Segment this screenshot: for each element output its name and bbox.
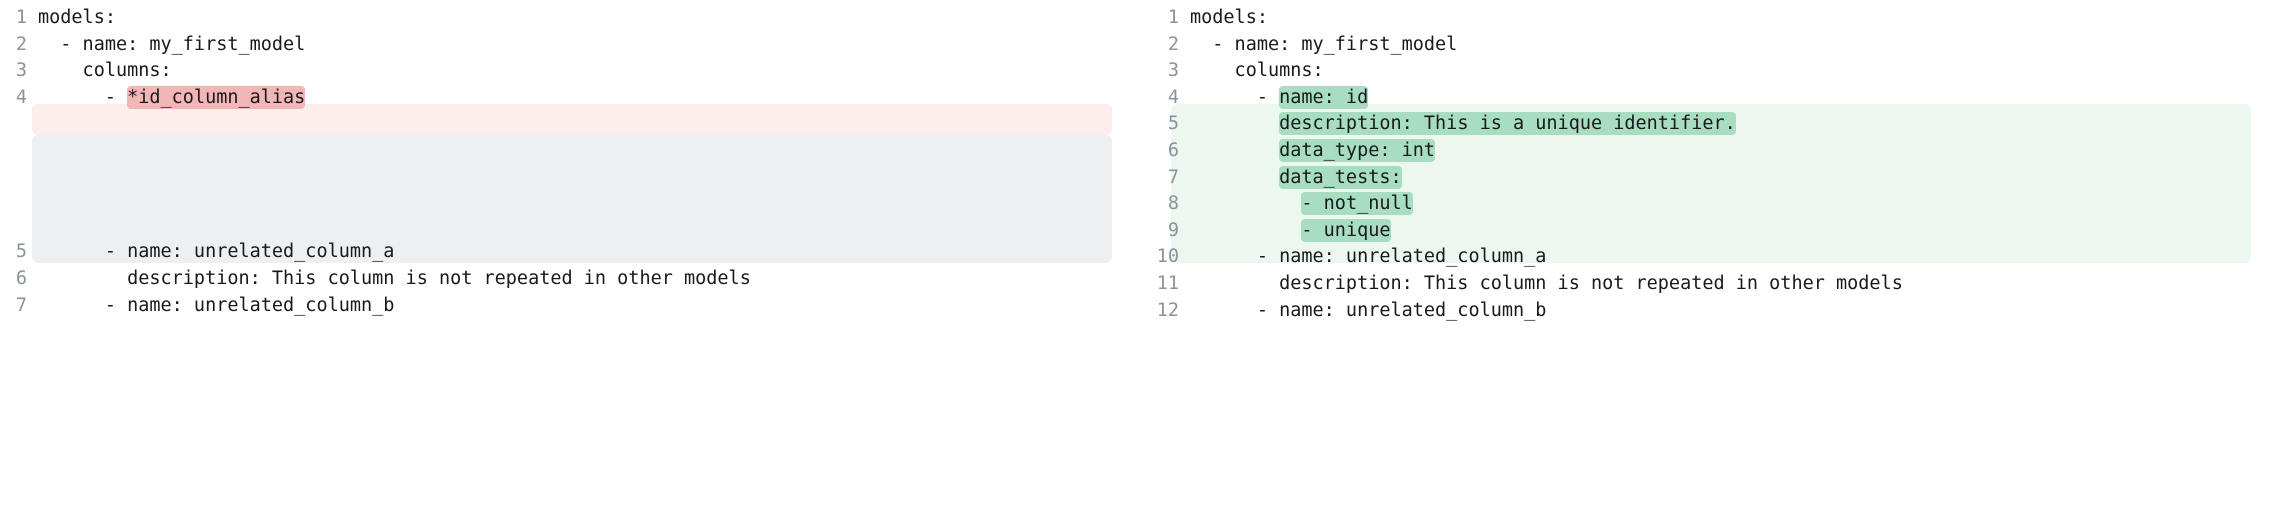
line-number: 5: [1167, 113, 1179, 135]
code-text: data_tests:: [1190, 165, 1402, 192]
code-text: models:: [38, 7, 116, 28]
code-text: description: This column is not repeated…: [38, 268, 751, 289]
diff-line-context[interactable]: 6 description: This column is not repeat…: [0, 266, 1139, 293]
code-text: - name: unrelated_column_b: [38, 294, 395, 316]
diff-line-context[interactable]: 5 - name: unrelated_column_a: [0, 239, 1139, 266]
line-number: 2: [1167, 33, 1179, 55]
line-number: 4: [15, 86, 27, 108]
diff-line-added[interactable]: 8 - not_null: [1139, 191, 2278, 218]
diff-line-added[interactable]: 7 data_tests:: [1139, 165, 2278, 192]
spacer-block-background: [32, 135, 1112, 263]
code-text: - name: id: [1190, 85, 1369, 109]
line-number: 1: [1167, 7, 1179, 28]
diff-line-context[interactable]: 1 models:: [1139, 5, 2278, 32]
line-number: 8: [1167, 193, 1179, 215]
code-text: columns:: [38, 60, 172, 82]
code-text: - not_null: [1190, 191, 1413, 218]
added-word-highlight: data_type: int: [1279, 139, 1436, 162]
code-text: description: This column is not repeated…: [1190, 273, 1903, 294]
diff-line-added[interactable]: 9 - unique: [1139, 218, 2278, 245]
removed-word-highlight: *id_column_alias: [127, 85, 306, 109]
diff-line-context[interactable]: 7 - name: unrelated_column_b: [0, 293, 1139, 320]
code-text: - name: my_first_model: [1190, 33, 1458, 55]
line-number: 2: [15, 33, 27, 55]
diff-line-context[interactable]: 11 description: This column is not repea…: [1139, 271, 2278, 298]
diff-line-removed[interactable]: 4 - *id_column_alias: [0, 85, 1139, 112]
line-number: 12: [1156, 299, 1179, 321]
code-text: - name: my_first_model: [38, 33, 306, 55]
removed-block-background: [32, 104, 1112, 135]
diff-line-added[interactable]: 6 data_type: int: [1139, 138, 2278, 165]
diff-line-added[interactable]: 5 description: This is a unique identifi…: [1139, 111, 2278, 138]
code-text: models:: [1190, 7, 1268, 28]
diff-line-context[interactable]: 2 - name: my_first_model: [1139, 32, 2278, 59]
diff-line-context[interactable]: 1 models:: [0, 5, 1139, 32]
line-number: 9: [1167, 219, 1179, 241]
code-text: - name: unrelated_column_a: [1190, 246, 1547, 268]
added-word-highlight: - unique: [1301, 218, 1391, 242]
line-number: 3: [15, 60, 27, 82]
diff-line-context[interactable]: 12 - name: unrelated_column_b: [1139, 298, 2278, 325]
added-word-highlight: - not_null: [1301, 192, 1413, 216]
diff-line-context[interactable]: 3 columns:: [0, 58, 1139, 85]
line-number: 1: [15, 7, 27, 28]
added-word-highlight: data_tests:: [1279, 165, 1402, 189]
code-text: data_type: int: [1190, 138, 1436, 165]
code-text: - unique: [1190, 218, 1391, 245]
line-number: 5: [15, 241, 27, 263]
line-number: 6: [15, 268, 27, 289]
code-text: columns:: [1190, 60, 1324, 82]
line-number: 11: [1156, 273, 1179, 294]
code-text: - name: unrelated_column_b: [1190, 299, 1547, 321]
diff-line-added[interactable]: 4 - name: id: [1139, 85, 2278, 112]
line-number: 10: [1156, 246, 1179, 268]
line-number: 3: [1167, 60, 1179, 82]
code-text: - *id_column_alias: [38, 85, 306, 109]
added-word-highlight: description: This is a unique identifier…: [1279, 112, 1736, 136]
diff-line-context[interactable]: 10 - name: unrelated_column_a: [1139, 244, 2278, 271]
line-number: 6: [1167, 140, 1179, 161]
added-word-highlight: name: id: [1279, 85, 1369, 109]
diff-line-context[interactable]: 3 columns:: [1139, 58, 2278, 85]
line-number: 7: [15, 294, 27, 316]
diff-line-context[interactable]: 2 - name: my_first_model: [0, 32, 1139, 59]
code-text: description: This is a unique identifier…: [1190, 111, 1736, 138]
code-text: - name: unrelated_column_a: [38, 241, 395, 263]
line-number: 7: [1167, 166, 1179, 188]
line-number: 4: [1167, 86, 1179, 108]
